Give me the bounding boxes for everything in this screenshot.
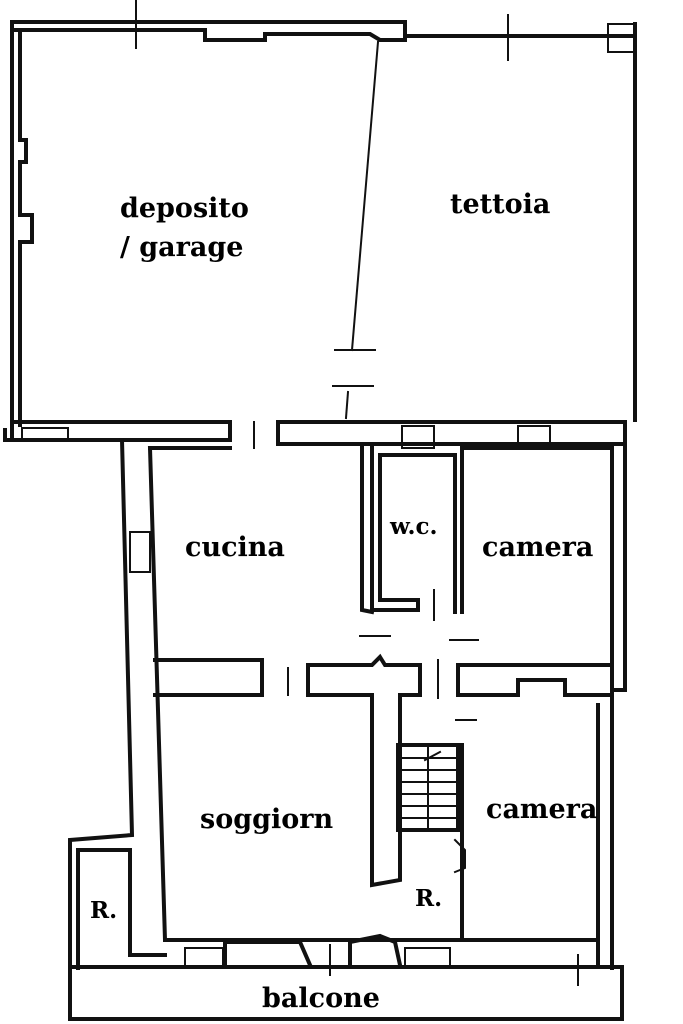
label-deposito: deposito — [120, 193, 249, 224]
label-garage: / garage — [120, 232, 243, 263]
corner-pillar — [607, 23, 636, 53]
interior-walls-upper — [148, 446, 614, 888]
balcone-outline — [68, 965, 624, 1021]
ripostiglio-left-room — [76, 848, 167, 970]
label-camera-upper: camera — [482, 532, 593, 563]
upper-block-walls — [10, 0, 637, 442]
label-soggiorno: soggiorn — [200, 804, 333, 835]
label-wc: w.c. — [389, 513, 438, 540]
window-west — [21, 427, 69, 441]
label-camera-lower: camera — [486, 794, 597, 825]
label-balcone: balcone — [262, 983, 380, 1014]
window-ripostiglio — [404, 947, 451, 967]
house-outer-walls — [68, 420, 627, 970]
staircase — [396, 743, 466, 942]
window-wc — [401, 425, 435, 449]
house-bottom-walls — [163, 933, 600, 986]
house-top-wall — [3, 420, 627, 449]
window-soggiorno — [184, 947, 224, 967]
label-tettoia: tettoia — [450, 189, 550, 220]
window-cucina — [129, 531, 151, 573]
label-ripostiglio-stair: R. — [415, 885, 442, 912]
label-cucina: cucina — [185, 532, 285, 563]
label-ripostiglio-left: R. — [90, 897, 117, 924]
